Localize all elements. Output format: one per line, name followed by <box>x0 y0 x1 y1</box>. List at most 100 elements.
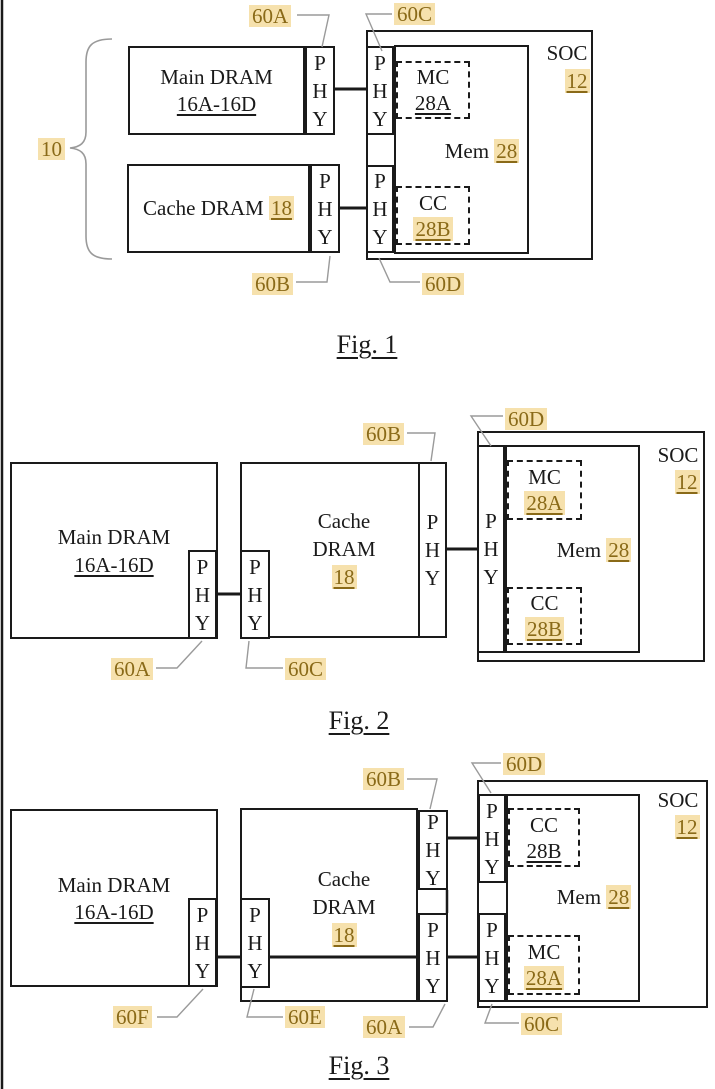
phy-letter: H <box>484 826 500 851</box>
fig1-main-dram-box <box>128 46 305 135</box>
fig2-ref-60c: 60C <box>285 658 327 680</box>
mc-ref: 28A <box>524 491 565 515</box>
phy-letter: Y <box>247 610 263 635</box>
phy-letter: P <box>486 798 498 823</box>
phy-letter: Y <box>372 106 388 131</box>
phy-letter: H <box>372 197 388 221</box>
mem-title: Mem <box>444 139 490 163</box>
fig2-leader-60c <box>245 640 283 669</box>
fig2-leader-60b <box>407 432 436 462</box>
phy-letter: H <box>194 930 211 955</box>
phy-letter: Y <box>372 225 388 249</box>
cache-dram-ref: 18 <box>268 196 294 220</box>
fig1-ref-60b: 60B <box>252 273 294 295</box>
fig3-ref-60e: 60E <box>285 1006 325 1028</box>
fig3-main-dram-box <box>10 809 218 987</box>
mem-title: Mem <box>556 538 602 562</box>
mem-ref: 28 <box>606 885 632 909</box>
phy-letter: H <box>317 196 333 221</box>
fig1-cache-dram-label: Cache DRAM 18 <box>127 196 310 221</box>
fig3-mem-label: Mem 28 <box>544 885 644 910</box>
phy-letter: H <box>424 538 441 562</box>
mem-title: Mem <box>556 885 602 909</box>
cache-dram-title-line2: DRAM <box>312 537 376 561</box>
phy-letter: P <box>314 50 326 75</box>
phy-letter: Y <box>483 565 499 589</box>
fig2-main-dram-box <box>10 462 218 639</box>
fig1-mc-box: MC 28A <box>396 61 470 119</box>
mem-ref: 28 <box>494 139 520 163</box>
cache-dram-title-line2: DRAM <box>312 895 376 919</box>
fig3-leader-60b <box>407 778 438 810</box>
cache-dram-title-line1: Cache <box>317 509 371 533</box>
mc-ref: 28A <box>523 966 565 990</box>
fig2-soc-ref: 12 <box>674 470 700 494</box>
phy-letter: H <box>312 78 328 103</box>
phy-letter: Y <box>425 866 441 890</box>
fig3-ref-60c: 60C <box>521 1013 563 1035</box>
fig1-ref-60c: 60C <box>394 3 436 25</box>
phy-letter: Y <box>194 610 211 635</box>
fig2-mem-box <box>505 445 640 653</box>
cache-dram-ref: 18 <box>331 923 357 947</box>
mc-title: MC <box>416 65 450 89</box>
fig1-cc-box: CC 28B <box>396 186 470 245</box>
phy-letter: Y <box>194 958 211 983</box>
fig1-ref-60a: 60A <box>249 5 292 27</box>
cache-dram-title-line1: Cache <box>317 867 371 891</box>
phy-letter: Y <box>425 973 441 998</box>
phy-letter: H <box>484 945 500 970</box>
cache-dram-ref: 18 <box>331 565 357 589</box>
fig3-ref-60d: 60D <box>503 753 546 775</box>
phy-letter: P <box>319 168 331 193</box>
fig2-caption: Fig. 2 <box>328 706 390 735</box>
cc-title: CC <box>418 190 447 215</box>
fig1-soc-box <box>366 30 593 260</box>
fig3-ref-60b: 60B <box>363 768 405 790</box>
fig1-leader-60b <box>296 255 331 283</box>
fig3-soc-label: SOC <box>657 788 699 812</box>
phy-letter: Y <box>424 566 441 590</box>
fig3-cc-box: CC 28B <box>508 808 580 867</box>
fig1-ref-10: 10 <box>38 138 65 160</box>
fig1-main-dram-label: Main DRAM 16A-16D <box>128 64 305 118</box>
fig2-mc-box: MC 28A <box>507 460 582 520</box>
fig1-soc-ref: 12 <box>564 69 590 93</box>
mc-title: MC <box>528 465 561 489</box>
fig1-ref-60d: 60D <box>422 273 465 295</box>
fig2-ref-60b: 60B <box>363 423 405 445</box>
main-dram-title: Main DRAM <box>57 873 171 897</box>
phy-letter: H <box>194 582 211 607</box>
fig2-leader-60a <box>156 640 203 669</box>
phy-letter: H <box>425 838 441 862</box>
phy-letter: Y <box>247 959 263 983</box>
fig3-mc-box: MC 28A <box>508 935 580 995</box>
phy-letter: H <box>247 582 263 607</box>
fig2-cache-dram-label: Cache DRAM 18 <box>270 507 418 591</box>
main-dram-ref: 16A-16D <box>74 553 154 577</box>
mem-ref: 28 <box>606 538 632 562</box>
fig3-caption: Fig. 3 <box>328 1051 390 1080</box>
fig1-caption: Fig. 1 <box>336 330 398 359</box>
fig3-ref-60a: 60A <box>363 1016 406 1038</box>
cc-ref: 28B <box>526 838 562 863</box>
cc-title: CC <box>529 812 558 837</box>
mc-title: MC <box>527 940 561 964</box>
fig2-ref-60d: 60D <box>505 408 548 430</box>
fig2-soc-box <box>477 431 705 662</box>
phy-letter: Y <box>312 106 328 131</box>
main-dram-title: Main DRAM <box>160 65 273 89</box>
fig3-leader-60f <box>157 988 204 1018</box>
fig2-soc-label: SOC <box>657 443 699 467</box>
fig2-cc-box: CC 28B <box>507 587 582 645</box>
